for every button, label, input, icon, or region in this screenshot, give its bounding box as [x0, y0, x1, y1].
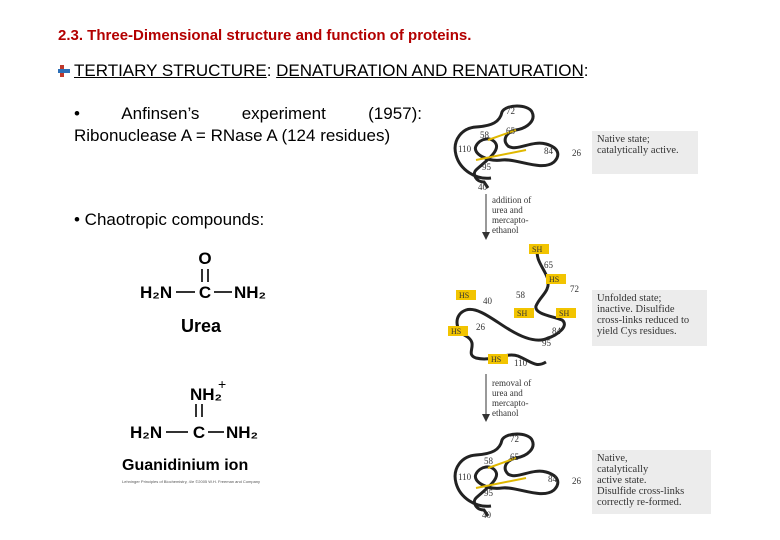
guanidinium-top-amine: NH₂ — [190, 385, 222, 404]
unfolded-label: HS — [491, 355, 501, 364]
arrow2-text: mercapto- — [492, 398, 528, 408]
rnase-description: Ribonuclease A = RNase A (124 residues) — [74, 126, 391, 145]
renatured-label: 40 — [482, 510, 492, 520]
renatured-disulfide-1 — [487, 457, 517, 469]
chemical-structures: O H₂N C NH₂ Urea NH₂ + H₂N C NH₂ Guanidi… — [122, 249, 266, 474]
unfolded-label: HS — [451, 327, 461, 336]
arrow1-text: urea and — [492, 205, 523, 215]
guanidinium-left-amine: H₂N — [130, 423, 162, 442]
bullet-icon — [58, 65, 70, 77]
unfolded-label: 40 — [483, 296, 493, 306]
note-line: catalytically — [597, 464, 649, 475]
native-label: 110 — [458, 144, 472, 154]
unfolded-label: 95 — [542, 338, 552, 348]
native-label: 65 — [506, 126, 516, 136]
unfolded-label: HS — [459, 291, 469, 300]
native-label: 95 — [482, 162, 492, 172]
note-line: catalytically active. — [597, 145, 679, 156]
arrow2-text: ethanol — [492, 408, 519, 418]
renatured-label: 110 — [458, 472, 472, 482]
arrow1-text: mercapto- — [492, 215, 528, 225]
urea-oxygen: O — [198, 249, 211, 268]
rnase-denaturation-diagram: 72 58 65 110 84 26 95 40 addition of ure… — [448, 104, 582, 520]
note-line: Native, — [597, 453, 628, 464]
native-label: 58 — [480, 130, 490, 140]
arrow1-text: ethanol — [492, 225, 519, 235]
chaotropic-compounds-label: • Chaotropic compounds: — [74, 210, 265, 229]
note-line: yield Cys residues. — [597, 326, 677, 337]
native-label: 40 — [478, 182, 488, 192]
renatured-label: 72 — [510, 434, 519, 444]
renatured-chain — [453, 432, 560, 517]
slide-title: 2.3. Three-Dimensional structure and fun… — [58, 27, 472, 44]
guanidinium-charge: + — [218, 376, 226, 392]
note-line: inactive. Disulfide — [597, 304, 675, 315]
note-renatured-state: Native, catalytically active state. Disu… — [592, 450, 711, 514]
renatured-label: 84 — [548, 474, 558, 484]
urea-left-amine: H₂N — [140, 283, 172, 302]
anfinsen-experiment-line: • Anfinsen’s experiment (1957): — [74, 104, 422, 123]
unfolded-label: 84 — [552, 326, 562, 336]
heading-tertiary: TERTIARY STRUCTURE — [74, 61, 267, 80]
arrow-denature-head — [482, 232, 490, 240]
renatured-label: 26 — [572, 476, 582, 486]
note-native-state: Native state; catalytically active. — [592, 131, 698, 174]
guanidinium-carbon: C — [193, 423, 205, 442]
figure-credit: Lehninger Principles of Biochemistry, 4/… — [122, 479, 261, 484]
arrow2-text: urea and — [492, 388, 523, 398]
heading-denaturation: DENATURATION AND RENATURATION — [276, 61, 584, 80]
unfolded-label: 26 — [476, 322, 486, 332]
note-line: cross-links reduced to — [597, 315, 690, 326]
note-line: Native state; — [597, 134, 650, 145]
unfolded-label: HS — [549, 275, 559, 284]
note-line: active state. — [597, 475, 647, 486]
arrow-renature-head — [482, 414, 490, 422]
sh-box — [488, 354, 508, 364]
native-disulfide-2 — [475, 149, 527, 161]
arrow1-text: addition of — [492, 195, 531, 205]
urea-name: Urea — [181, 316, 222, 336]
unfolded-label: SH — [559, 309, 569, 318]
note-unfolded-state: Unfolded state; inactive. Disulfide cros… — [592, 290, 707, 346]
heading-separator: : — [266, 61, 277, 80]
urea-carbon: C — [199, 283, 211, 302]
heading-colon: : — [583, 61, 589, 80]
note-line: Disulfide cross-links — [597, 486, 685, 497]
native-chain — [453, 104, 560, 189]
native-disulfide-1 — [487, 129, 517, 141]
native-label: 84 — [544, 146, 554, 156]
section-heading: TERTIARY STRUCTURE: DENATURATION AND REN… — [58, 61, 588, 81]
unfolded-label: 58 — [516, 290, 526, 300]
renatured-label: 65 — [510, 452, 520, 462]
sh-box — [529, 244, 549, 254]
renatured-disulfide-2 — [475, 477, 527, 489]
renatured-label: 95 — [484, 488, 494, 498]
renatured-label: 58 — [484, 456, 494, 466]
native-label: 72 — [506, 106, 515, 116]
sh-box — [514, 308, 534, 318]
arrow2-text: removal of — [492, 378, 531, 388]
note-line: Unfolded state; — [597, 293, 662, 304]
sh-box — [456, 290, 476, 300]
unfolded-label: SH — [532, 245, 542, 254]
native-label: 26 — [572, 148, 582, 158]
guanidinium-right-amine: NH₂ — [226, 423, 258, 442]
note-line: correctly re-formed. — [597, 497, 682, 508]
unfolded-label: 72 — [570, 284, 579, 294]
unfolded-label: 65 — [544, 260, 554, 270]
sh-box — [556, 308, 576, 318]
guanidinium-name: Guanidinium ion — [122, 457, 248, 474]
unfolded-label: 110 — [514, 358, 528, 368]
sh-box — [448, 326, 468, 336]
unfolded-label: SH — [517, 309, 527, 318]
urea-right-amine: NH₂ — [234, 283, 266, 302]
sh-box — [546, 274, 566, 284]
